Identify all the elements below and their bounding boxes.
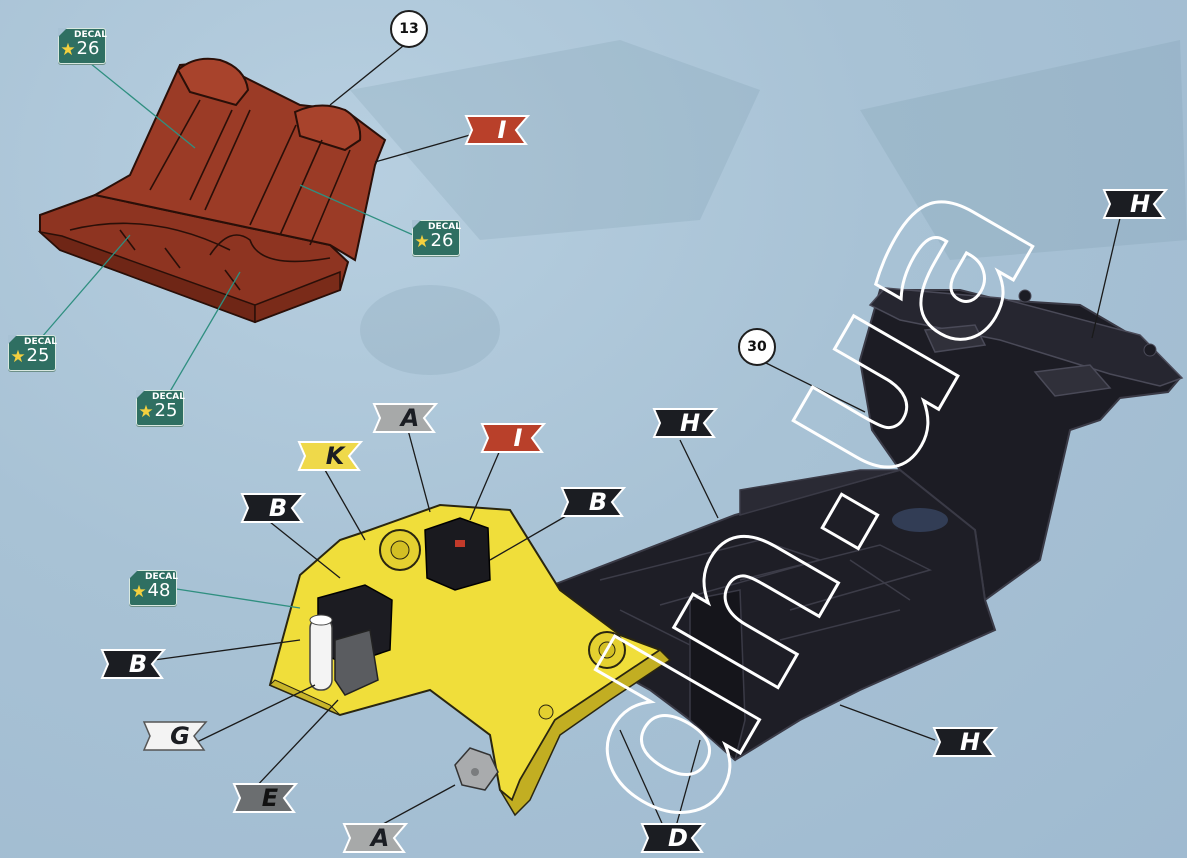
flag-letter: G: [158, 721, 202, 751]
flag-letter: H: [1118, 189, 1162, 219]
color-flag-b-low: B: [98, 646, 184, 682]
fold-corner: [412, 220, 421, 229]
color-flag-h-top: H: [1100, 186, 1186, 222]
part-number-13: 13: [390, 10, 428, 48]
part-number-30: 30: [738, 328, 776, 366]
decal-number: 48: [143, 581, 175, 601]
decal-number: 25: [22, 346, 54, 366]
color-flag-h-low: H: [930, 724, 1016, 760]
decal-number: 26: [426, 231, 458, 251]
color-flag-k: K: [295, 438, 381, 474]
flag-letter: A: [358, 823, 402, 853]
fold-corner: [129, 570, 138, 579]
color-flag-a-low: A: [340, 820, 426, 856]
flag-letter: I: [480, 115, 524, 145]
rear-seat: [40, 59, 385, 322]
flag-letter: A: [388, 403, 432, 433]
flag-letter: D: [656, 823, 700, 853]
fold-corner: [136, 390, 145, 399]
fold-corner: [8, 335, 17, 344]
decal-tag-48: DECAL ★ 48: [129, 570, 177, 606]
decal-number: 26: [72, 39, 104, 59]
color-flag-b-right: B: [558, 484, 644, 520]
color-flag-b-left: B: [238, 490, 324, 526]
decal-tag-25-left: DECAL ★ 25: [8, 335, 56, 371]
flag-letter: I: [496, 423, 540, 453]
color-flag-a-top: A: [370, 400, 456, 436]
decal-number: 25: [150, 401, 182, 421]
flag-letter: B: [116, 649, 160, 679]
flag-letter: H: [668, 408, 712, 438]
color-flag-d: D: [638, 820, 724, 856]
flag-letter: H: [948, 727, 992, 757]
color-flag-g: G: [140, 718, 226, 754]
decal-tag-26-right: DECAL ★ 26: [412, 220, 460, 256]
flag-letter: B: [256, 493, 300, 523]
color-flag-e: E: [230, 780, 316, 816]
decal-tag-25-mid: DECAL ★ 25: [136, 390, 184, 426]
decal-tag-26-top: DECAL ★ 26: [58, 28, 106, 64]
flag-letter: B: [576, 487, 620, 517]
fold-corner: [58, 28, 67, 37]
color-flag-i-top: I: [462, 112, 548, 148]
flag-letter: K: [313, 441, 357, 471]
flag-letter: E: [248, 783, 292, 813]
color-flag-h-mid: H: [650, 405, 736, 441]
color-flag-i-mid: I: [478, 420, 564, 456]
